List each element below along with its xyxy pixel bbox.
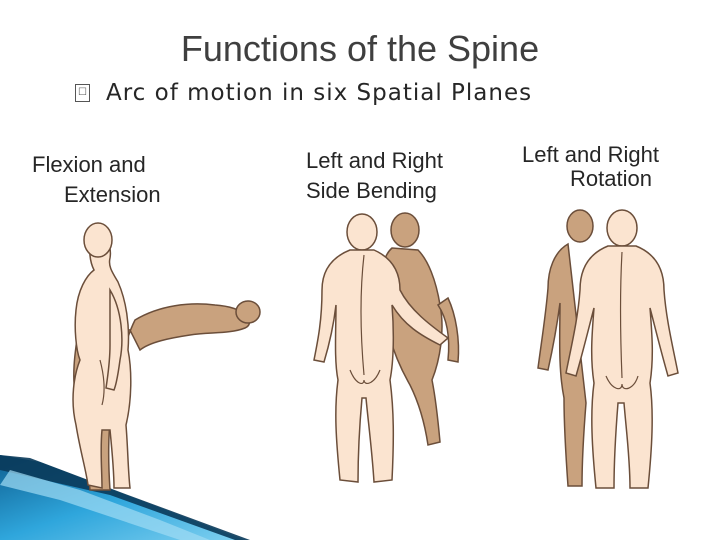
rotation-figure <box>537 209 679 489</box>
bullet-text: Arc of motion in six Spatial Planes <box>106 80 533 106</box>
caption-side-line1: Left and Right <box>306 148 443 173</box>
caption-side-bending: Left and Right Side Bending <box>306 146 506 206</box>
caption-flexion-extension: Flexion and Extension <box>32 150 212 210</box>
caption-flexion-line2: Extension <box>64 182 161 207</box>
caption-rotation-line2: Rotation <box>570 166 652 191</box>
caption-rotation-line1: Left and Right <box>522 142 659 167</box>
caption-rotation: Left and Right Rotation <box>522 143 702 191</box>
bullet-item: ☐ Arc of motion in six Spatial Planes <box>75 80 532 106</box>
caption-flexion-line1: Flexion and <box>32 152 146 177</box>
flexion-extension-figure <box>72 222 261 491</box>
side-bending-figure <box>313 212 460 483</box>
bullet-box-icon: ☐ <box>75 84 90 102</box>
caption-side-line2: Side Bending <box>306 178 437 203</box>
slide-title: Functions of the Spine <box>180 28 540 69</box>
